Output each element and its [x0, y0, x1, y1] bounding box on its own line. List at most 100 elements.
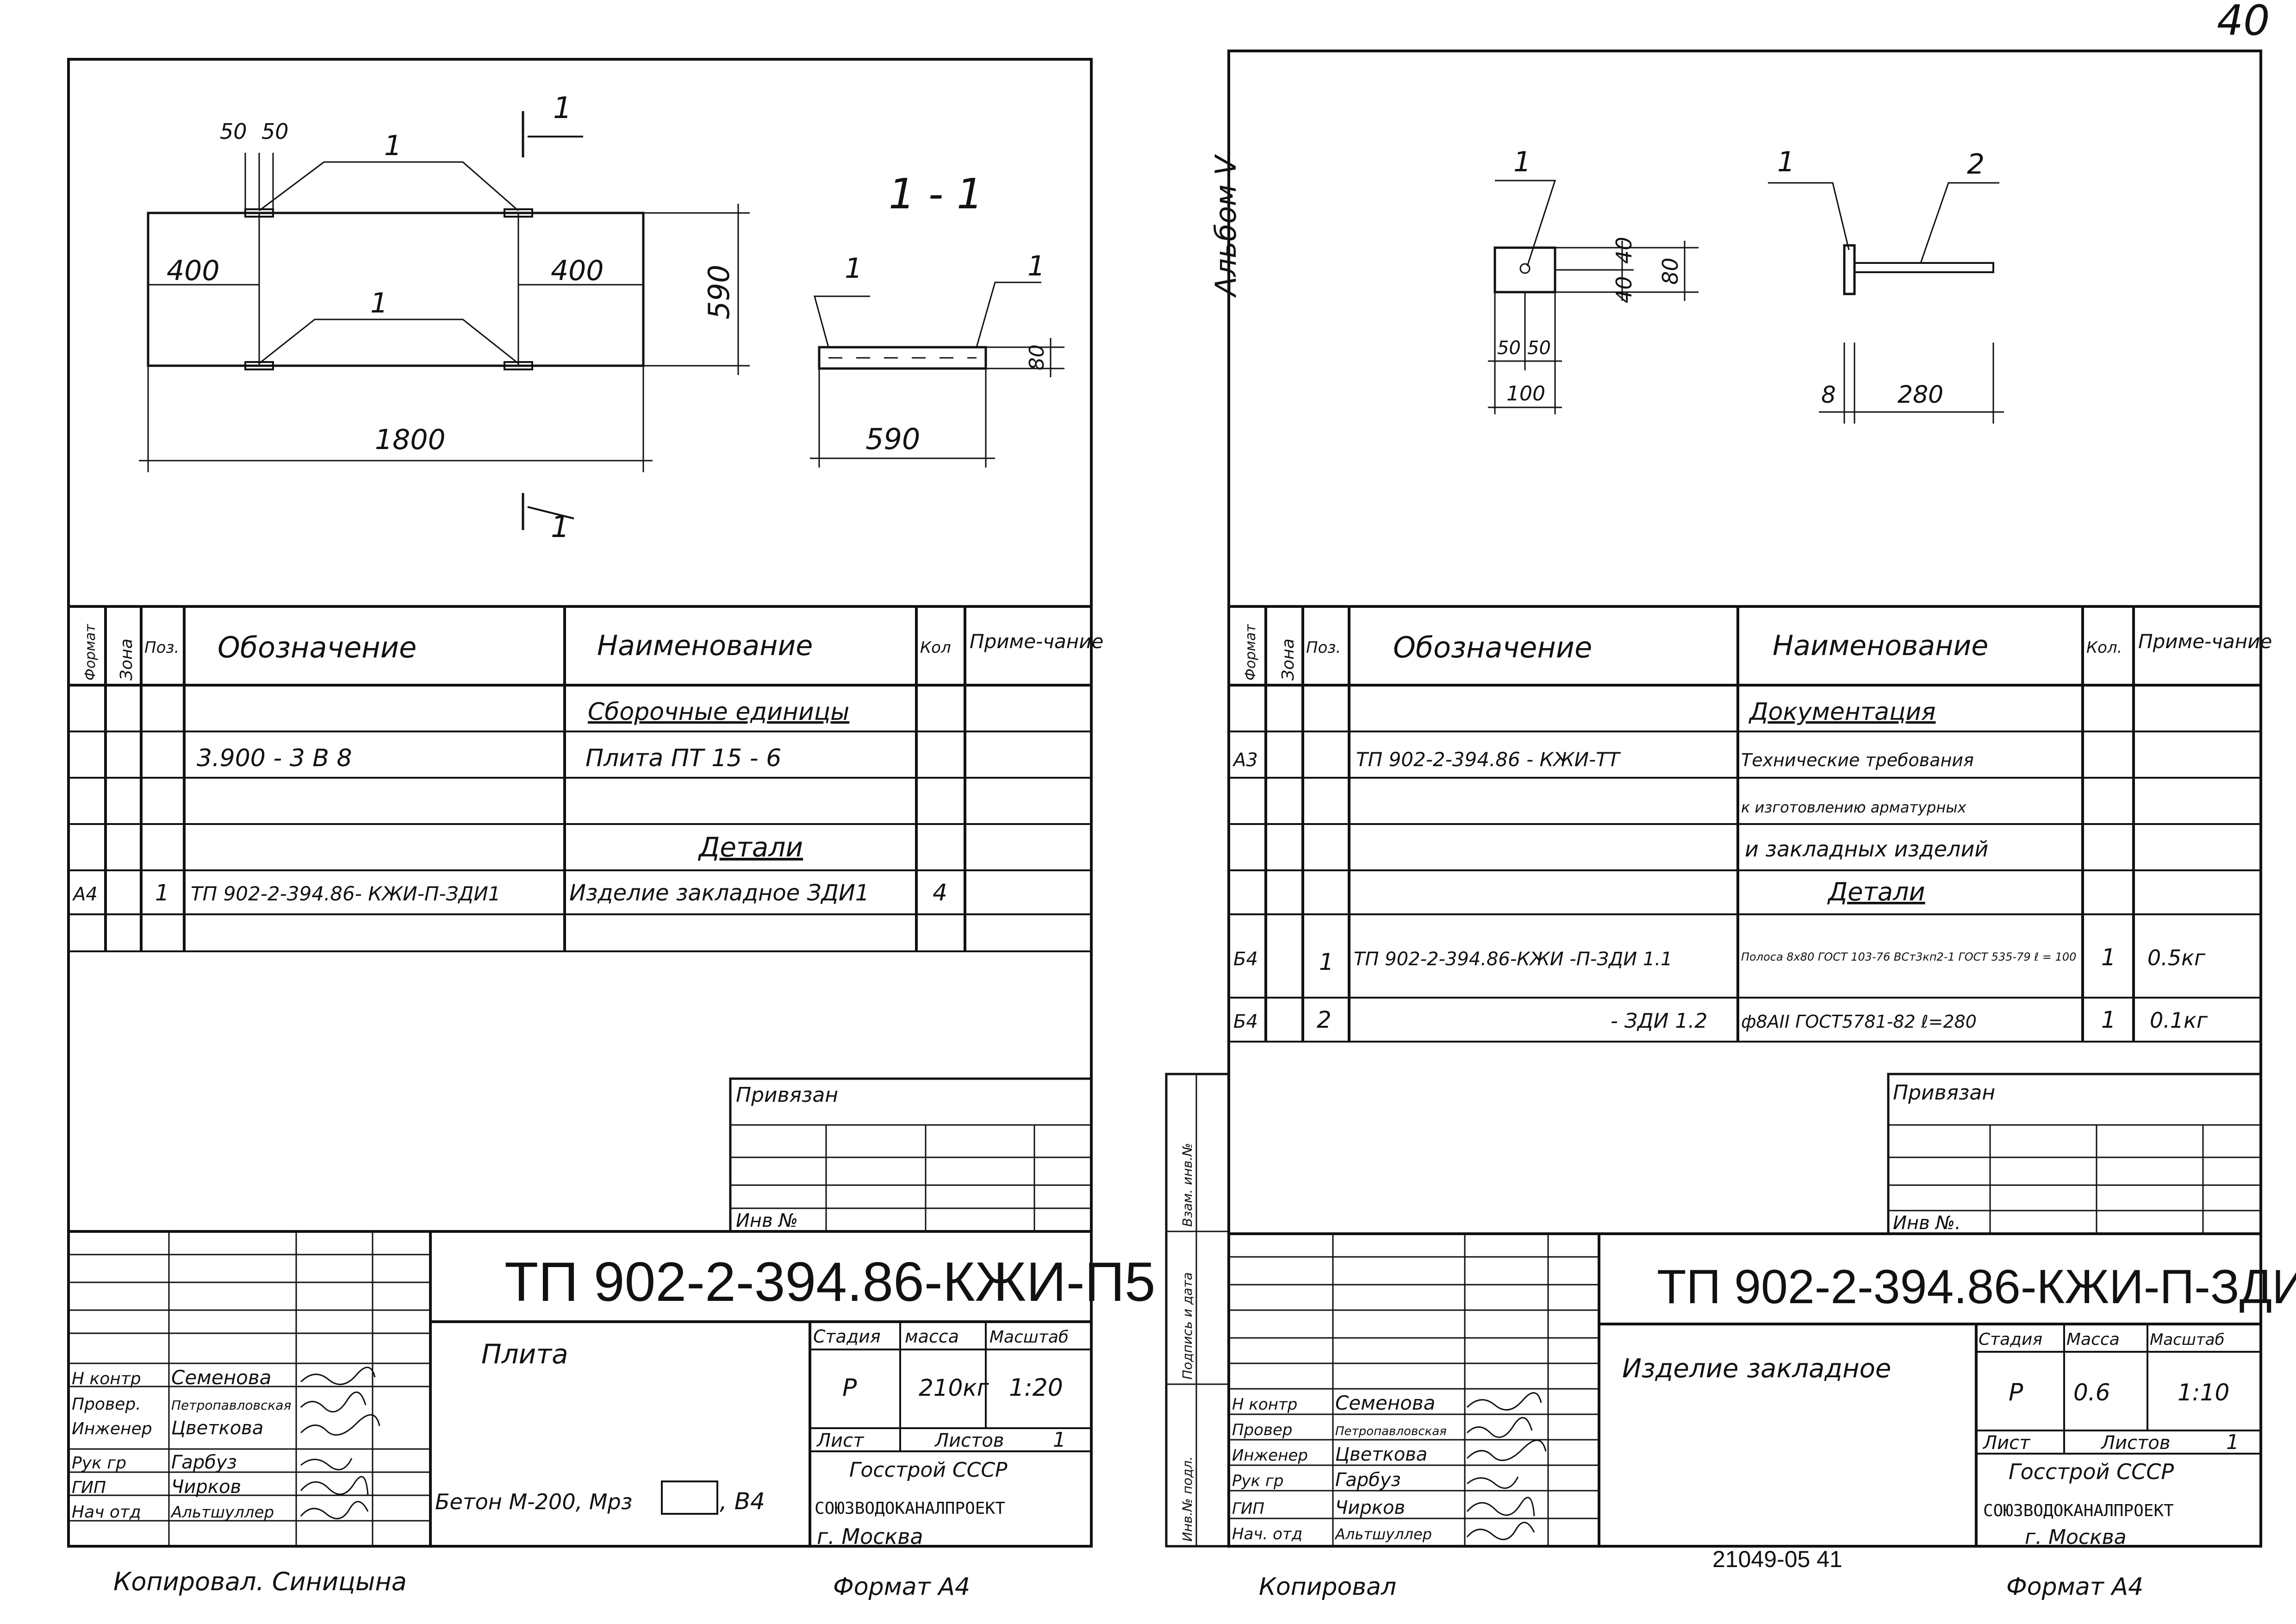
right-stage-header: Стадия	[1979, 1330, 2042, 1349]
right-inv-no: Инв №.	[1893, 1212, 1961, 1234]
left-footer-format: Формат А4	[833, 1573, 970, 1601]
right-row7-pos: 2	[1317, 1006, 1332, 1033]
right-plate-side	[1843, 244, 1856, 295]
left-row5-format: А4	[72, 884, 98, 905]
left-material-suffix: , В4	[720, 1488, 765, 1515]
right-dim-100: 100	[1506, 382, 1545, 406]
right-footer-copied: Копировал	[1259, 1573, 1396, 1601]
right-signer-name-4: Чирков	[1335, 1497, 1405, 1518]
left-org3: г. Москва	[817, 1524, 923, 1549]
left-signer-role-0: Н контр	[72, 1369, 141, 1388]
left-signatures	[300, 1367, 380, 1519]
right-callout-2: 2	[1967, 148, 1985, 181]
right-signer-role-4: ГИП	[1232, 1499, 1264, 1518]
right-signer-role-3: Рук гр	[1232, 1472, 1283, 1490]
right-row7-qty: 1	[2101, 1006, 2116, 1033]
right-callout-1: 1	[1513, 146, 1531, 178]
left-privyazan: Привязан	[736, 1083, 838, 1107]
right-side-label-1: Подпись и дата	[1180, 1272, 1195, 1380]
left-signer-name-0: Семенова	[171, 1366, 271, 1389]
left-row5-qty: 4	[933, 879, 947, 906]
left-dim-50b: 50	[261, 119, 289, 144]
right-signer-role-1: Провер	[1232, 1421, 1293, 1439]
left-row4-name: Детали	[697, 831, 803, 863]
left-section-callout-right: 1	[1027, 250, 1045, 282]
left-signer-name-2: Цветкова	[171, 1418, 263, 1439]
right-bar	[1854, 262, 1994, 273]
right-row1-name: Документация	[1748, 698, 1935, 726]
right-signatures	[1466, 1392, 1547, 1540]
right-row4-name: и закладных изделий	[1745, 837, 1988, 862]
right-row2-name: Технические требования	[1741, 750, 1974, 770]
left-scale-header: Масштаб	[989, 1328, 1069, 1347]
right-hdr-designation: Обозначение	[1393, 631, 1592, 664]
left-section-rect	[818, 346, 987, 370]
left-footer-copied: Копировал. Синицына	[113, 1567, 407, 1596]
left-mass-header: масса	[905, 1326, 959, 1347]
left-row2-designation: 3.900 - 3 В 8	[197, 744, 352, 772]
right-hdr-format: Формат	[1243, 624, 1259, 681]
right-sheet-label: Лист	[1982, 1432, 2031, 1454]
left-callout-1b: 1	[370, 287, 388, 319]
right-stage: Р	[2009, 1379, 2023, 1406]
left-doc-code: ТП 902-2-394.86-КЖИ-П5	[504, 1251, 1156, 1313]
left-stage: Р	[842, 1374, 857, 1402]
left-stage-header: Стадия	[813, 1326, 881, 1347]
right-signer-role-2: Инженер	[1232, 1446, 1308, 1465]
right-signer-role-5: Нач. отд	[1232, 1525, 1302, 1543]
left-mass: 210кг	[919, 1374, 989, 1401]
left-sheets-label: Листов	[934, 1430, 1004, 1451]
right-footer-format: Формат А4	[2006, 1573, 2143, 1601]
right-org2: СОЮЗВОДОКАНАЛПРОЕКТ	[1983, 1501, 2174, 1520]
left-plate-plan	[147, 212, 645, 367]
left-row1-name: Сборочные единицы	[588, 698, 849, 726]
left-section-dim-590: 590	[865, 422, 920, 456]
right-signer-role-0: Н контр	[1232, 1395, 1297, 1414]
right-signer-name-2: Цветкова	[1335, 1444, 1427, 1465]
right-row7-format: Б4	[1233, 1011, 1258, 1032]
right-row6-format: Б4	[1233, 949, 1258, 970]
left-section-dim-80: 80	[1025, 344, 1049, 370]
left-signer-role-2: Инженер	[72, 1419, 152, 1438]
left-hdr-format: Формат	[82, 624, 99, 681]
left-signer-role-4: ГИП	[72, 1478, 106, 1497]
left-section-mark-top: 1	[553, 91, 572, 125]
left-dim-400-left: 400	[167, 255, 220, 287]
right-row6-note: 0.5кг	[2147, 945, 2206, 970]
right-dim-40b: 40	[1612, 276, 1636, 303]
right-callout-1b: 1	[1777, 146, 1795, 178]
right-row3-name: к изготовлению арматурных	[1741, 799, 1967, 816]
right-signer-name-1: Петропавловская	[1335, 1424, 1447, 1438]
left-dim-1800: 1800	[375, 424, 446, 456]
right-scale-header: Масштаб	[2150, 1330, 2225, 1349]
left-org1: Госстрой СССР	[849, 1458, 1008, 1482]
right-hdr-name: Наименование	[1773, 630, 1988, 662]
right-row7-note: 0.1кг	[2150, 1008, 2208, 1033]
left-signer-name-5: Альтшуллер	[170, 1503, 274, 1522]
left-signer-name-1: Петропавловская	[171, 1398, 291, 1413]
right-row5-name: Детали	[1827, 877, 1925, 906]
right-sheets-count: 1	[2226, 1430, 2239, 1454]
right-org3: г. Москва	[2025, 1525, 2127, 1549]
right-sheets-label: Листов	[2100, 1432, 2170, 1454]
right-mass-header: Масса	[2066, 1330, 2120, 1349]
right-row6-name: Полоса 8х80 ГОСТ 103-76 ВСт3кп2-1 ГОСТ 5…	[1741, 950, 2076, 963]
left-dim-590-vertical: 590	[702, 265, 736, 319]
left-scale: 1:20	[1009, 1374, 1063, 1402]
right-sheet-frame	[1227, 50, 2262, 1548]
right-side-label-2: Инв.№ подл.	[1180, 1456, 1195, 1542]
left-row5-designation: ТП 902-2-394.86- КЖИ-П-ЗДИ1	[191, 882, 501, 905]
left-sheet-frame	[67, 58, 1093, 1548]
right-signer-name-3: Гарбуз	[1335, 1469, 1401, 1491]
left-signer-role-1: Провер.	[72, 1395, 141, 1414]
left-dim-50a: 50	[220, 119, 247, 144]
right-hdr-qty: Кол.	[2086, 638, 2122, 657]
right-doc-code: ТП 902-2-394.86-КЖИ-П-ЗДИ1	[1657, 1260, 2296, 1314]
left-signer-role-5: Нач отд	[72, 1503, 141, 1522]
left-callout-1a: 1	[384, 130, 402, 162]
right-dim-50b: 50	[1527, 337, 1551, 359]
right-signer-name-5: Альтшуллер	[1334, 1525, 1432, 1543]
left-sheet-label: Лист	[816, 1430, 865, 1451]
left-signer-name-4: Чирков	[171, 1476, 241, 1498]
